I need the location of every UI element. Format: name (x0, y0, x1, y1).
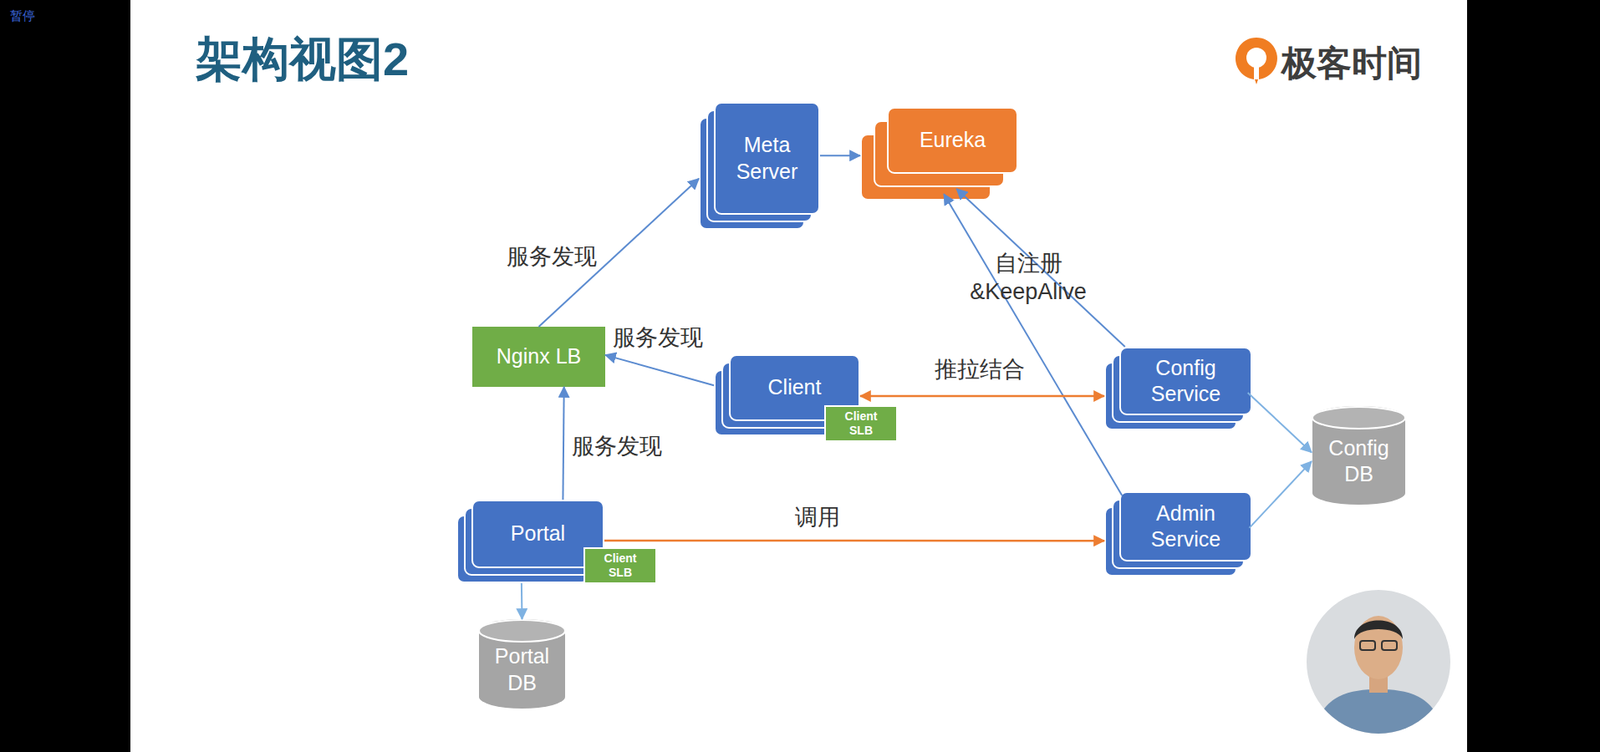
edge-label: 服务发现 (506, 243, 597, 272)
logo-circle (1235, 37, 1278, 80)
node-label: Config DB (1319, 435, 1398, 489)
label-region: Meta Server (713, 101, 821, 215)
node-label: Nginx LB (496, 343, 581, 370)
node-label: Meta Server (725, 132, 809, 185)
node-label: Portal (510, 520, 566, 547)
edge-label: 自注册 &KeepAlive (965, 249, 1091, 307)
logo-stem (1253, 61, 1259, 80)
connector-arrow (956, 188, 1125, 347)
service-stack: Config Service (1104, 346, 1253, 431)
connector-arrow (820, 154, 861, 157)
label-region: Client SLB (825, 407, 897, 441)
connector-arrow (604, 540, 1105, 543)
presenter-head (1354, 616, 1403, 680)
node-label: Client (768, 374, 822, 401)
edge-label: 推拉结合 (934, 356, 1025, 385)
service-stack: Meta Server (698, 101, 821, 230)
node-label: Config Service (1131, 355, 1241, 408)
label-region: Client SLB (585, 549, 656, 583)
load-balancer-box: Nginx LB (472, 326, 606, 388)
presenter-glasses (1381, 641, 1397, 651)
presenter-shirt (1312, 689, 1445, 737)
connector-arrow (860, 395, 1105, 398)
connector-arrow (605, 355, 714, 386)
service-stack: PortalClient SLB (456, 499, 605, 584)
node-label: Admin Service (1131, 500, 1241, 554)
service-stack: Admin Service (1104, 491, 1253, 577)
edge-label: 服务发现 (612, 324, 704, 353)
slb-tag: Client SLB (824, 405, 898, 443)
database-cylinder: Config DB (1311, 406, 1407, 505)
database-cylinder: Portal DB (478, 619, 566, 709)
node-label: Portal DB (486, 643, 558, 697)
slide-title: 架构视图2 (195, 28, 409, 92)
logo-icon (1233, 35, 1280, 87)
node-label: Eureka (919, 127, 986, 153)
edge-label: 服务发现 (571, 433, 663, 462)
service-stack: ClientClient SLB (713, 354, 861, 437)
presenter-glasses (1360, 641, 1376, 651)
edge-label: 调用 (794, 504, 841, 533)
connector-arrow (562, 387, 564, 500)
cylinder-body (478, 619, 566, 709)
stack-layer (713, 101, 821, 215)
label-region: Eureka (886, 107, 1019, 174)
presenter-video (1304, 587, 1453, 737)
label-region: Admin Service (1119, 491, 1253, 562)
connector-arrow (1248, 461, 1312, 529)
node-label: Client SLB (839, 409, 883, 439)
cylinder-top (1312, 407, 1406, 429)
registry-stack: Eureka (860, 107, 1019, 201)
cylinder-body (1312, 406, 1406, 505)
label-region: Config DB (1311, 429, 1407, 494)
node-label: Client SLB (598, 551, 643, 581)
connector-arrow (943, 193, 1122, 496)
label-region: Config Service (1119, 346, 1253, 416)
logo-text: 极客时间 (1281, 40, 1422, 87)
pause-indicator: 暂停 (10, 8, 36, 25)
connector-arrow (520, 583, 524, 620)
cylinder-top (478, 620, 566, 643)
slb-tag: Client SLB (583, 547, 658, 585)
presenter-hair (1354, 621, 1403, 641)
label-region: Portal DB (478, 642, 566, 698)
connector-arrow (1248, 392, 1312, 453)
label-region: Nginx LB (472, 326, 606, 388)
